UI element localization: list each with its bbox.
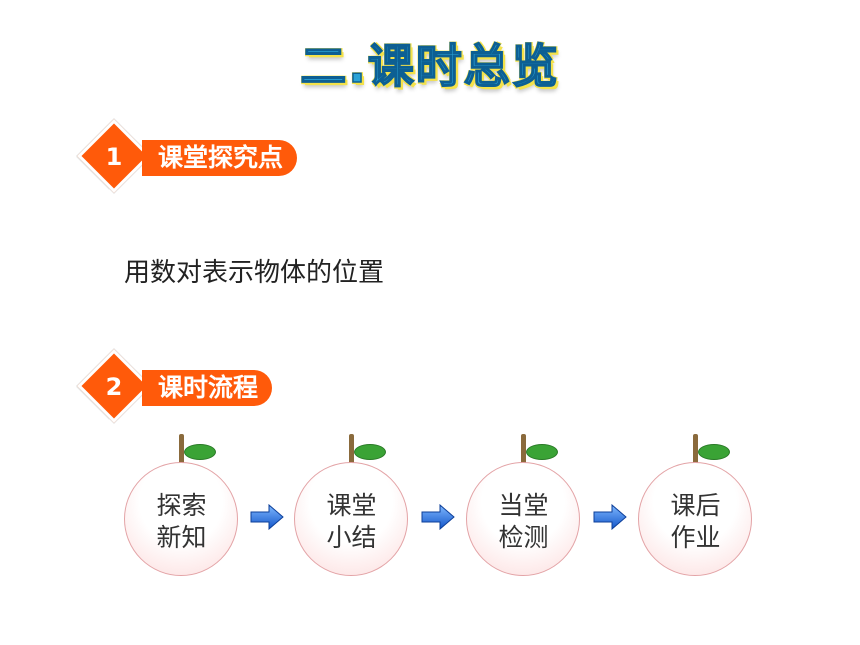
flow-step-line2: 作业 xyxy=(670,523,721,552)
section-number: 1 xyxy=(105,143,123,171)
flow-step-line1: 探索 xyxy=(156,491,207,520)
flow-step-label: 课后 作业 xyxy=(638,490,753,554)
flow-step-line2: 小结 xyxy=(326,523,377,552)
arrow-right-icon xyxy=(250,504,284,530)
flow-step-check: 当堂 检测 xyxy=(464,430,584,580)
flow-step-label: 课堂 小结 xyxy=(294,490,409,554)
flow-step-line2: 新知 xyxy=(156,523,207,552)
arrow-right-icon xyxy=(593,504,627,530)
leaf-icon xyxy=(526,444,558,460)
fruit-circle xyxy=(638,462,752,576)
stem-icon xyxy=(349,434,354,464)
flow-step-line1: 当堂 xyxy=(498,491,549,520)
leaf-icon xyxy=(354,444,386,460)
section-header-1: 1 课堂探究点 xyxy=(76,119,318,198)
section-number: 2 xyxy=(105,373,123,401)
arrow-right-icon xyxy=(421,504,455,530)
flow-step-line1: 课后 xyxy=(670,491,721,520)
stem-icon xyxy=(521,434,526,464)
flow-step-explore: 探索 新知 xyxy=(122,430,242,580)
lesson-topic: 用数对表示物体的位置 xyxy=(124,258,385,288)
flow-step-line1: 课堂 xyxy=(326,491,377,520)
page-title: 二.课时总览 xyxy=(300,38,560,94)
leaf-icon xyxy=(184,444,216,460)
section-heading: 课时流程 xyxy=(142,370,273,406)
section-header-2: 2 课时流程 xyxy=(76,349,318,428)
section-heading: 课堂探究点 xyxy=(142,140,298,176)
fruit-circle xyxy=(124,462,238,576)
stem-icon xyxy=(179,434,184,464)
flow-step-homework: 课后 作业 xyxy=(636,430,756,580)
flow-step-label: 探索 新知 xyxy=(124,490,239,554)
lesson-flow: 探索 新知 课堂 小结 当堂 检测 xyxy=(0,430,860,590)
flow-step-line2: 检测 xyxy=(498,523,549,552)
fruit-circle xyxy=(466,462,580,576)
leaf-icon xyxy=(698,444,730,460)
fruit-circle xyxy=(294,462,408,576)
flow-step-summary: 课堂 小结 xyxy=(292,430,412,580)
flow-step-label: 当堂 检测 xyxy=(466,490,581,554)
stem-icon xyxy=(693,434,698,464)
